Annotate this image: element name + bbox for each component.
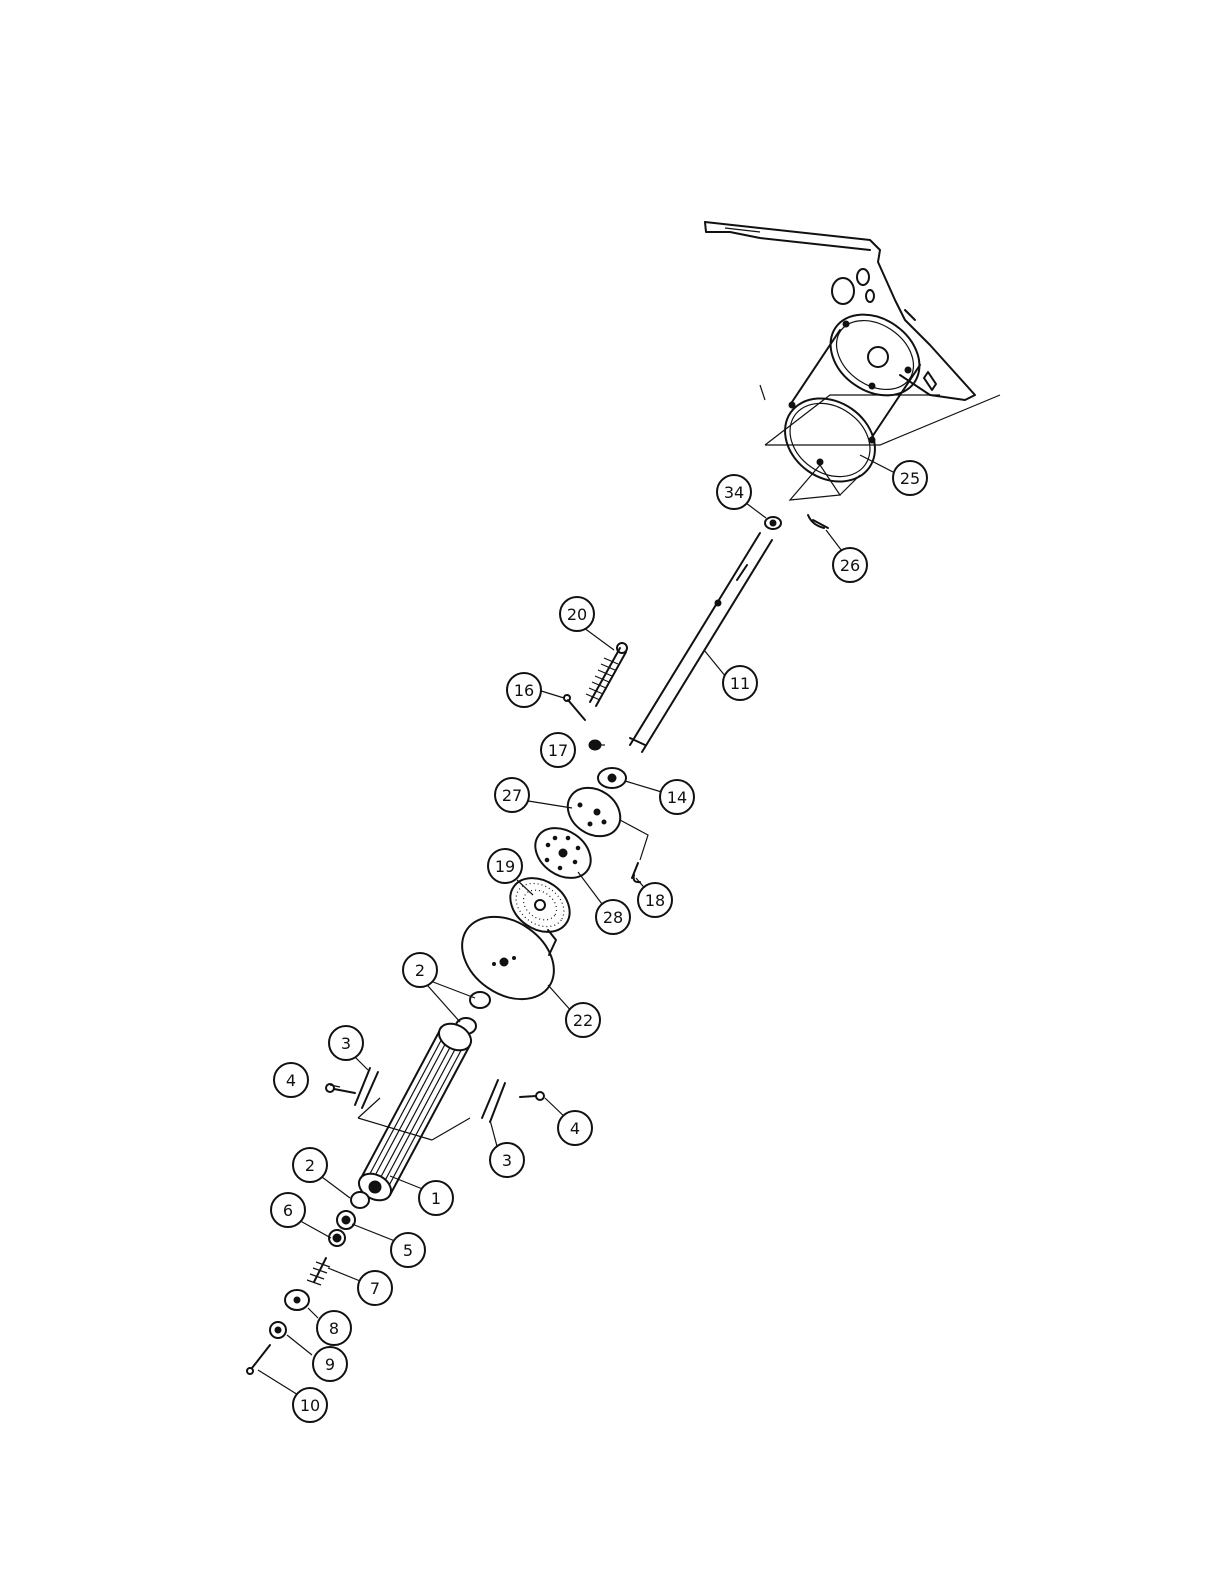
screw-18 <box>632 863 640 882</box>
callout-26: 26 <box>833 548 867 582</box>
svg-text:27: 27 <box>502 786 522 805</box>
callout-3-upper: 3 <box>329 1026 363 1060</box>
callout-4-lower: 4 <box>558 1111 592 1145</box>
svg-text:28: 28 <box>603 908 623 927</box>
svg-text:6: 6 <box>283 1201 293 1220</box>
roller-1 <box>354 1018 475 1205</box>
callout-11: 11 <box>723 666 757 700</box>
collar-14 <box>598 768 626 788</box>
svg-text:2: 2 <box>415 961 425 980</box>
callout-34: 34 <box>717 475 751 509</box>
callout-22: 22 <box>566 1003 600 1037</box>
svg-text:3: 3 <box>341 1034 351 1053</box>
svg-text:17: 17 <box>548 741 568 760</box>
svg-text:3: 3 <box>502 1151 512 1170</box>
callout-18: 18 <box>638 883 672 917</box>
callouts: 10 9 8 7 6 5 2 1 4 3 3 4 2 22 19 28 18 2… <box>271 461 927 1422</box>
svg-text:4: 4 <box>570 1119 580 1138</box>
svg-text:26: 26 <box>840 556 860 575</box>
svg-text:8: 8 <box>329 1319 339 1338</box>
mounting-bracket <box>705 222 975 400</box>
callout-2-upper: 2 <box>403 953 437 987</box>
callout-14: 14 <box>660 780 694 814</box>
svg-text:11: 11 <box>730 674 750 693</box>
svg-text:20: 20 <box>567 605 587 624</box>
bushing-34 <box>765 517 781 529</box>
svg-text:4: 4 <box>286 1071 296 1090</box>
main-shaft <box>630 533 772 752</box>
callout-3-lower: 3 <box>490 1143 524 1177</box>
callout-10: 10 <box>293 1388 327 1422</box>
svg-text:7: 7 <box>370 1279 380 1298</box>
screw-4-lower <box>520 1092 544 1100</box>
callout-28: 28 <box>596 900 630 934</box>
svg-text:1: 1 <box>431 1189 441 1208</box>
callout-9: 9 <box>313 1347 347 1381</box>
callout-20: 20 <box>560 597 594 631</box>
callout-7: 7 <box>358 1271 392 1305</box>
callout-17: 17 <box>541 733 575 767</box>
clip-3-upper <box>355 1068 378 1108</box>
svg-text:2: 2 <box>305 1156 315 1175</box>
svg-text:18: 18 <box>645 891 665 910</box>
callout-6: 6 <box>271 1193 305 1227</box>
bushing-2-lower <box>351 1192 369 1208</box>
svg-text:19: 19 <box>495 857 515 876</box>
svg-text:10: 10 <box>300 1396 320 1415</box>
spring-20 <box>586 643 627 706</box>
callout-1: 1 <box>419 1181 453 1215</box>
svg-text:14: 14 <box>667 788 687 807</box>
nut-9 <box>270 1322 286 1338</box>
washer-5 <box>337 1211 355 1229</box>
callout-2-lower: 2 <box>293 1148 327 1182</box>
washer-6 <box>329 1230 345 1246</box>
svg-text:5: 5 <box>403 1241 413 1260</box>
screw-26 <box>808 515 828 528</box>
callout-25: 25 <box>893 461 927 495</box>
spring-7 <box>307 1258 330 1285</box>
svg-text:16: 16 <box>514 681 534 700</box>
svg-text:22: 22 <box>573 1011 593 1030</box>
callout-16: 16 <box>507 673 541 707</box>
callout-5: 5 <box>391 1233 425 1267</box>
callout-19: 19 <box>488 849 522 883</box>
callout-8: 8 <box>317 1311 351 1345</box>
svg-text:34: 34 <box>724 483 744 502</box>
pin-16 <box>564 695 585 720</box>
callout-4-upper: 4 <box>274 1063 308 1097</box>
svg-text:9: 9 <box>325 1355 335 1374</box>
clip-3-lower <box>482 1080 505 1122</box>
svg-text:25: 25 <box>900 469 920 488</box>
spacer-8 <box>285 1290 309 1310</box>
callout-27: 27 <box>495 778 529 812</box>
